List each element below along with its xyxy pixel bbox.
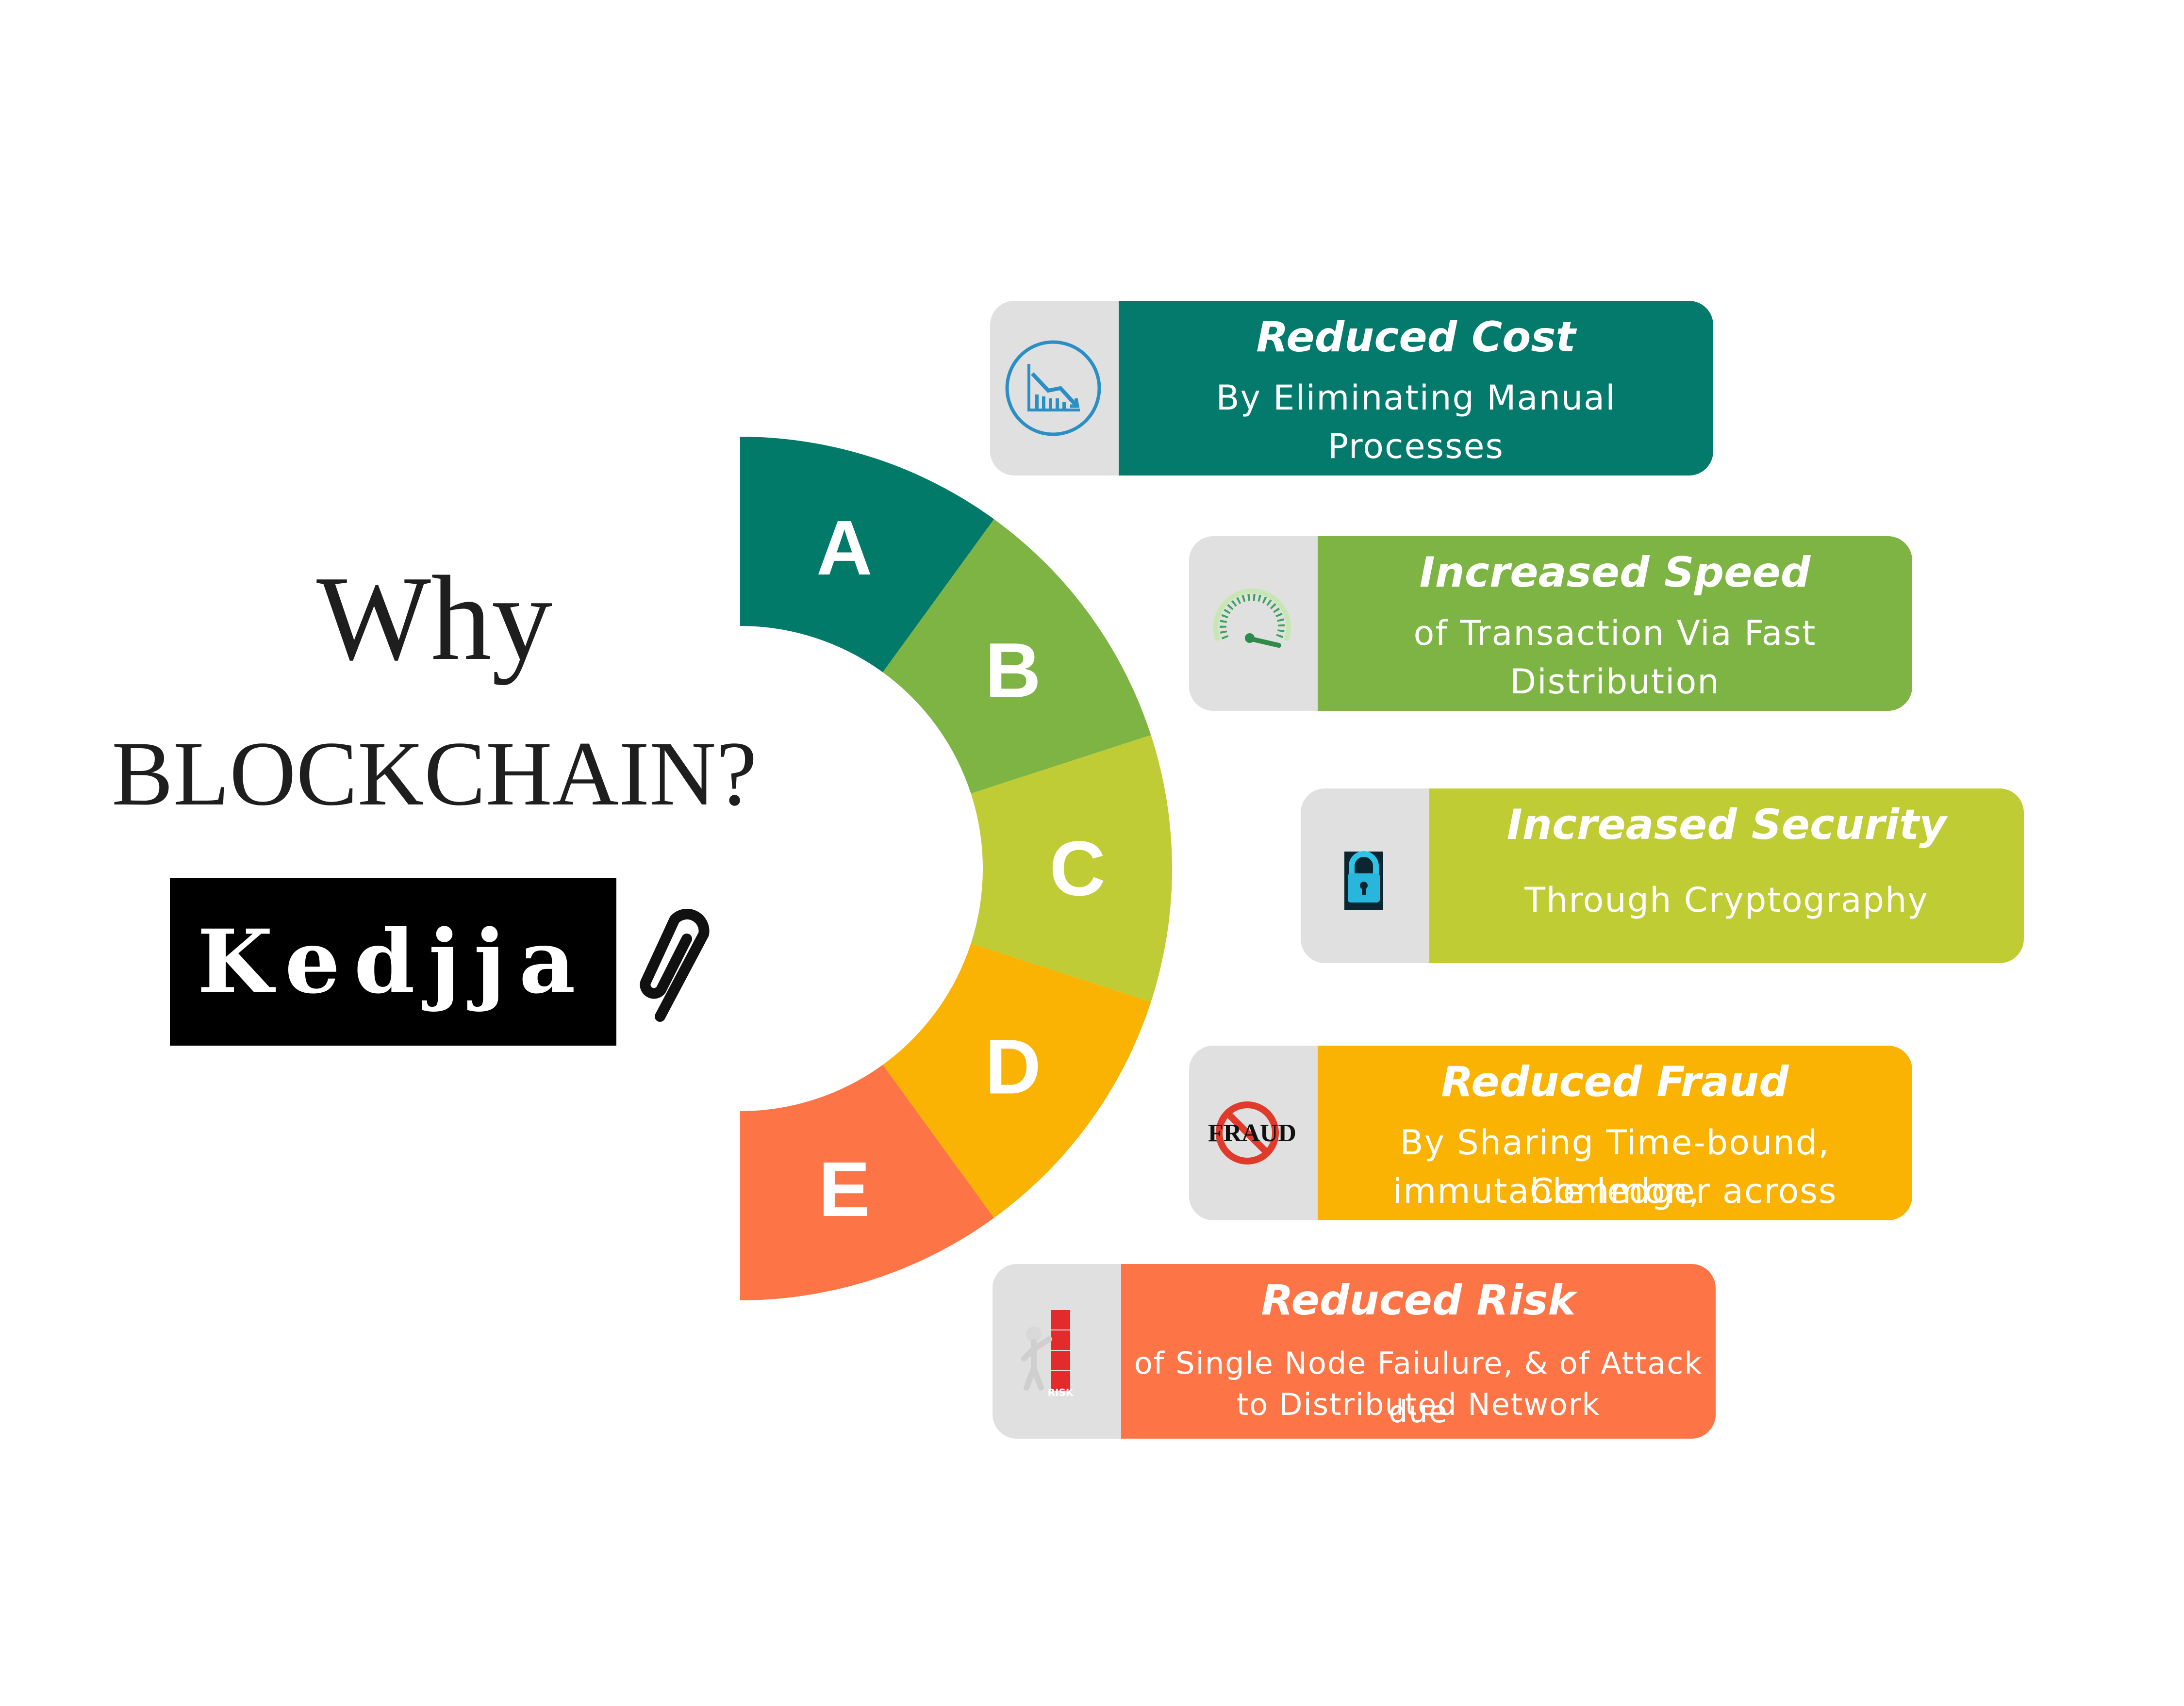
card-panel: [1121, 1264, 1716, 1439]
card-text-line2: to Distributed Network: [1236, 1387, 1601, 1422]
card-panel: [1429, 788, 2024, 963]
paperclip-icon: [640, 908, 710, 1022]
card-text-line1: By Sharing Time-bound, Common,: [1400, 1123, 1830, 1211]
card-title: Reduced Fraud: [1441, 1058, 1789, 1106]
fraud-label: FRAUD: [1208, 1119, 1296, 1147]
card-title: Increased Security: [1506, 801, 1947, 849]
heading-why: Why: [316, 551, 552, 686]
logo-text: Kedjja: [197, 911, 589, 1013]
card-title: Reduced Risk: [1261, 1276, 1576, 1325]
segment-a: [740, 437, 994, 673]
kedjja-logo: Kedjja: [170, 878, 616, 1046]
segment-e: [740, 1065, 994, 1300]
card-text-line2: Distribution: [1510, 662, 1720, 702]
card-text-line2: immutable ledger across network: [1392, 1171, 1837, 1220]
risk-label: RISK: [1048, 1387, 1074, 1398]
benefit-card-reduced-risk: RISK Reduced Risk of Single Node Faiulur…: [993, 1264, 1716, 1439]
card-text-line1: By Eliminating Manual: [1216, 378, 1616, 418]
segment-letter-d: D: [985, 1023, 1041, 1110]
card-title: Increased Speed: [1419, 548, 1811, 597]
no-fraud-icon: FRAUD: [1208, 1101, 1296, 1165]
chart-down-icon: [1005, 340, 1101, 436]
risk-blocks-icon: RISK: [1021, 1310, 1074, 1398]
segment-b: [882, 519, 1151, 794]
padlock-icon: [1344, 851, 1383, 910]
card-text-line1: Through Cryptography: [1524, 880, 1929, 920]
segment-d: [882, 943, 1151, 1218]
segment-letter-c: C: [1049, 825, 1106, 912]
card-text-line1: of Transaction Via Fast: [1413, 613, 1817, 653]
segment-letter-e: E: [818, 1146, 870, 1232]
card-panel: [1318, 536, 1912, 711]
segment-letter-a: A: [816, 504, 873, 591]
card-panel: [1318, 1046, 1912, 1220]
card-text-line1: of Single Node Faiulure, & of Attack due: [1134, 1345, 1703, 1429]
heading-blockchain: BLOCKCHAIN?: [112, 723, 757, 825]
speedometer-icon: [1213, 589, 1291, 648]
card-text-line2: Processes: [1327, 426, 1505, 466]
card-panel: [1119, 301, 1713, 476]
card-title: Reduced Cost: [1256, 313, 1576, 361]
benefit-card-reduced-fraud: FRAUD Reduced Fraud By Sharing Time-boun…: [1189, 1046, 1912, 1220]
benefit-card-increased-speed: Increased Speed of Transaction Via Fast …: [1189, 536, 1912, 711]
benefit-card-reduced-cost: Reduced Cost By Eliminating Manual Proce…: [990, 301, 1713, 476]
benefit-card-increased-security: Increased Security Through Cryptography: [1301, 788, 2024, 963]
segment-c: [971, 735, 1172, 1002]
segment-letter-b: B: [985, 626, 1041, 713]
